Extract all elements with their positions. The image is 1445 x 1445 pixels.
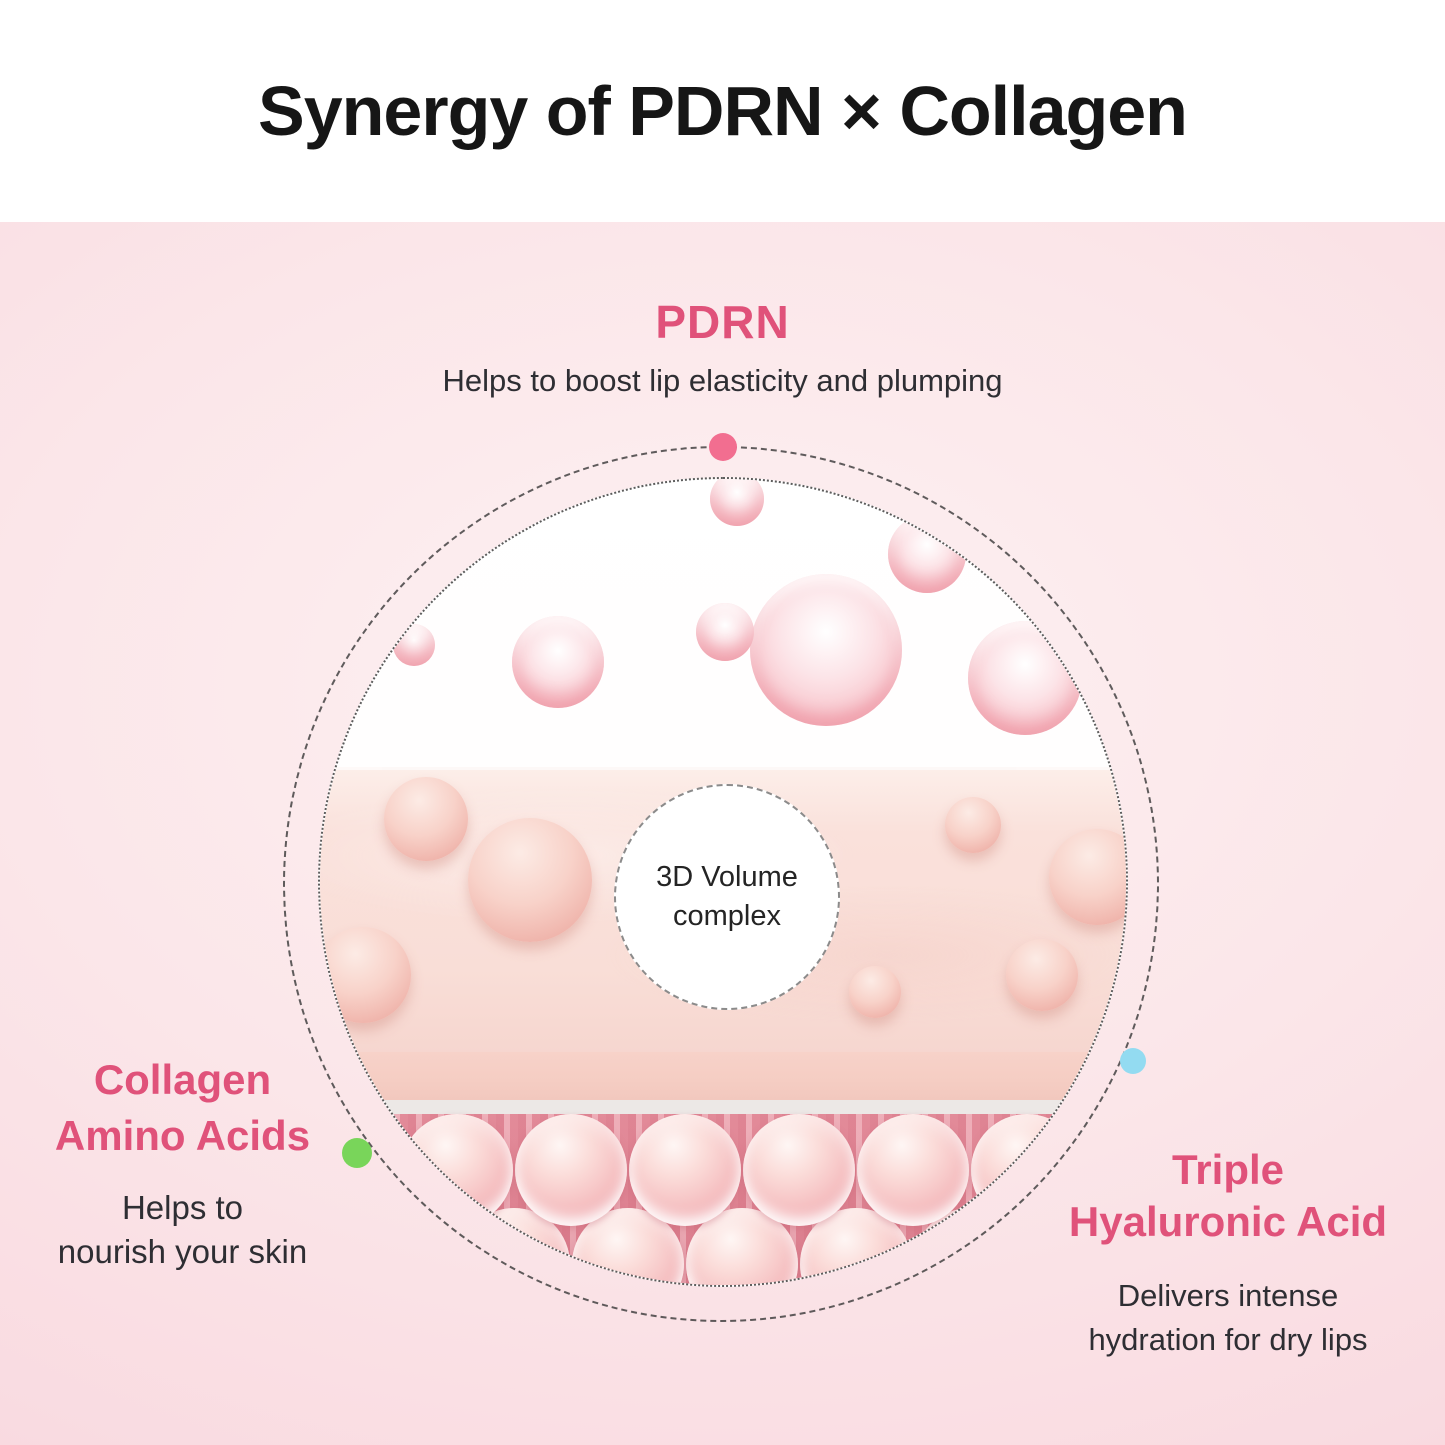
surface-dome bbox=[1006, 939, 1078, 1011]
collagen-heading-line1: Collagen bbox=[93, 1056, 272, 1103]
skin-front-face-layer bbox=[320, 1052, 1126, 1100]
hyaluronic-section: Triple Hyaluronic Acid Delivers intense … bbox=[1038, 1144, 1418, 1362]
surface-dome bbox=[384, 777, 468, 861]
collagen-description: Helps to nourish your skin bbox=[10, 1186, 355, 1274]
membrane-band bbox=[320, 1100, 1126, 1114]
pdrn-heading: PDRN bbox=[655, 296, 790, 348]
collagen-section: Collagen Amino Acids Helps to nourish yo… bbox=[10, 1052, 355, 1274]
hyaluronic-description: Delivers intense hydration for dry lips bbox=[1038, 1274, 1418, 1362]
hyaluronic-description-line2: hydration for dry lips bbox=[1088, 1322, 1368, 1357]
collagen-heading-line2: Amino Acids bbox=[54, 1112, 311, 1159]
hyaluronic-heading-line1: Triple bbox=[1171, 1146, 1285, 1193]
surface-dome bbox=[849, 966, 901, 1018]
pdrn-description: Helps to boost lip elasticity and plumpi… bbox=[442, 363, 1003, 398]
serum-bubble bbox=[512, 616, 604, 708]
collagen-sphere bbox=[629, 1114, 741, 1226]
serum-bubble bbox=[696, 603, 754, 661]
collagen-sphere bbox=[857, 1114, 969, 1226]
surface-dome bbox=[945, 797, 1001, 853]
collagen-heading: Collagen Amino Acids bbox=[10, 1052, 355, 1164]
hyaluronic-heading-line2: Hyaluronic Acid bbox=[1068, 1198, 1388, 1245]
serum-bubble bbox=[393, 624, 435, 666]
title-band: Synergy of PDRN × Collagen bbox=[0, 0, 1445, 222]
serum-bubble bbox=[888, 515, 966, 593]
collagen-description-line1: Helps to bbox=[121, 1189, 244, 1226]
surface-dome bbox=[1049, 829, 1126, 925]
pdrn-section: PDRN Helps to boost lip elasticity and p… bbox=[0, 295, 1445, 399]
center-complex-badge: 3D Volume complex bbox=[614, 784, 840, 1010]
collagen-description-line2: nourish your skin bbox=[57, 1233, 308, 1270]
center-badge-line1: 3D Volume bbox=[656, 860, 798, 893]
collagen-sphere bbox=[971, 1114, 1083, 1226]
collagen-sphere bbox=[515, 1114, 627, 1226]
collagen-sphere bbox=[401, 1114, 513, 1226]
surface-dome bbox=[320, 927, 411, 1023]
pdrn-marker-dot bbox=[709, 433, 737, 461]
skin-cross-section-photo: 3D Volume complex bbox=[318, 477, 1128, 1287]
center-badge-line2: complex bbox=[673, 900, 781, 932]
serum-bubble bbox=[750, 574, 902, 726]
surface-dome bbox=[468, 818, 592, 942]
serum-bubble bbox=[710, 479, 764, 526]
hyaluronic-description-line1: Delivers intense bbox=[1117, 1278, 1339, 1313]
collagen-sphere bbox=[743, 1114, 855, 1226]
page-title: Synergy of PDRN × Collagen bbox=[258, 72, 1188, 150]
hyaluronic-heading: Triple Hyaluronic Acid bbox=[1038, 1144, 1418, 1248]
serum-bubble bbox=[968, 621, 1082, 735]
